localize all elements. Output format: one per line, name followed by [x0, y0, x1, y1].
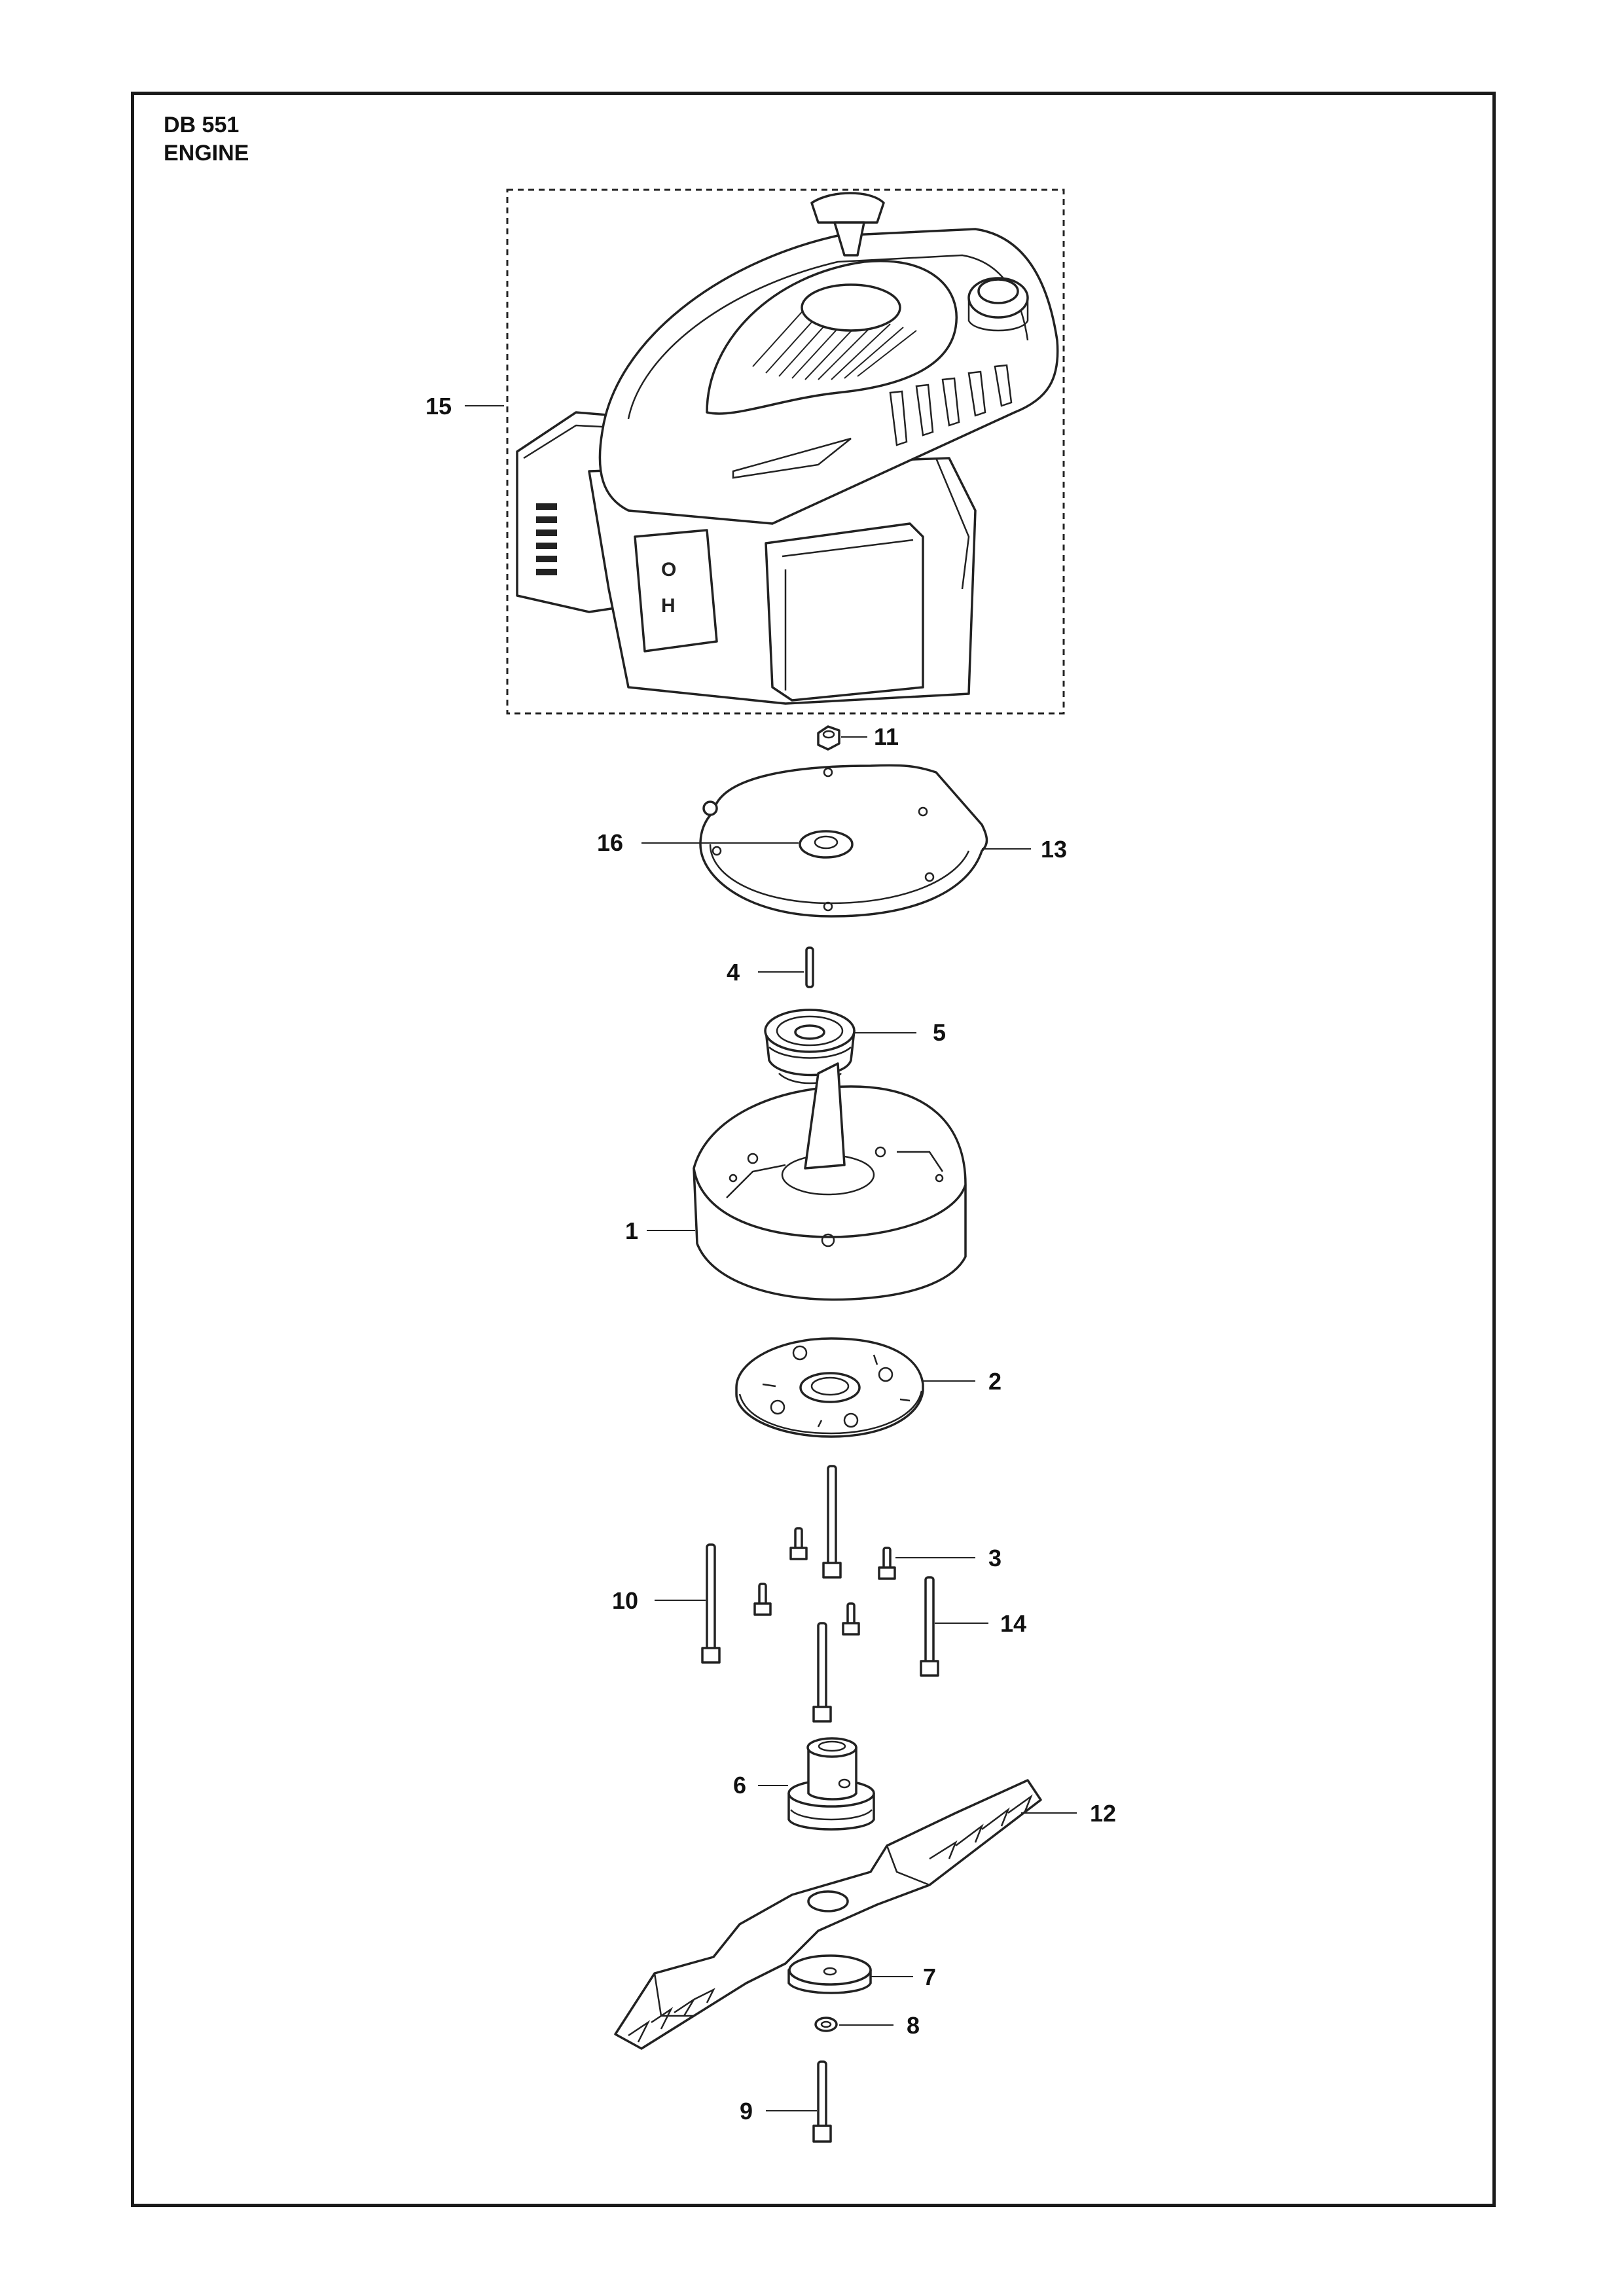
callout-8: 8 — [907, 2012, 920, 2039]
callout-4: 4 — [727, 959, 740, 986]
engine-assembly: O H — [506, 188, 1065, 715]
blade-washer-part — [787, 1954, 872, 1994]
hub-plate-part — [735, 1337, 924, 1438]
callout-6: 6 — [733, 1772, 746, 1799]
section-title: ENGINE — [164, 141, 249, 166]
mower-blade-part — [614, 1779, 1042, 2050]
callout-7: 7 — [923, 1964, 936, 1990]
callout-2: 2 — [988, 1368, 1001, 1395]
leader-lines — [465, 405, 1077, 2111]
callout-3: 3 — [988, 1545, 1001, 1571]
callout-9: 9 — [740, 2098, 753, 2125]
callout-5: 5 — [933, 1019, 946, 1046]
bolt-center-top-part — [822, 1465, 842, 1579]
svg-text:H: H — [661, 595, 676, 617]
callout-11: 11 — [874, 723, 899, 750]
callout-16: 16 — [597, 829, 623, 856]
callout-15: 15 — [425, 393, 452, 420]
fan-housing-part — [693, 1062, 967, 1301]
lock-washer-part — [814, 2017, 838, 2032]
blade-bolt-part — [812, 2060, 832, 2143]
drawing-frame — [131, 92, 1496, 2207]
callout-10: 10 — [612, 1587, 638, 1614]
nut-part — [817, 725, 840, 751]
key-part — [805, 946, 814, 988]
bolt-center-bottom-part — [812, 1622, 832, 1723]
callout-1: 1 — [625, 1217, 638, 1244]
pulley-part — [764, 1009, 856, 1085]
blade-adapter-part — [787, 1737, 875, 1831]
washer-part — [799, 830, 854, 859]
bolt-10-part — [701, 1543, 721, 1664]
callout-13: 13 — [1041, 836, 1067, 863]
model-number: DB 551 — [164, 113, 240, 137]
callout-14: 14 — [1000, 1610, 1026, 1637]
callout-labels: 15 11 16 13 4 5 1 2 3 10 14 6 12 7 8 9 — [425, 393, 1116, 2125]
callout-12: 12 — [1090, 1800, 1116, 1827]
screw-part — [753, 1527, 896, 1636]
bolt-14-part — [920, 1576, 939, 1677]
svg-text:O: O — [661, 559, 676, 581]
